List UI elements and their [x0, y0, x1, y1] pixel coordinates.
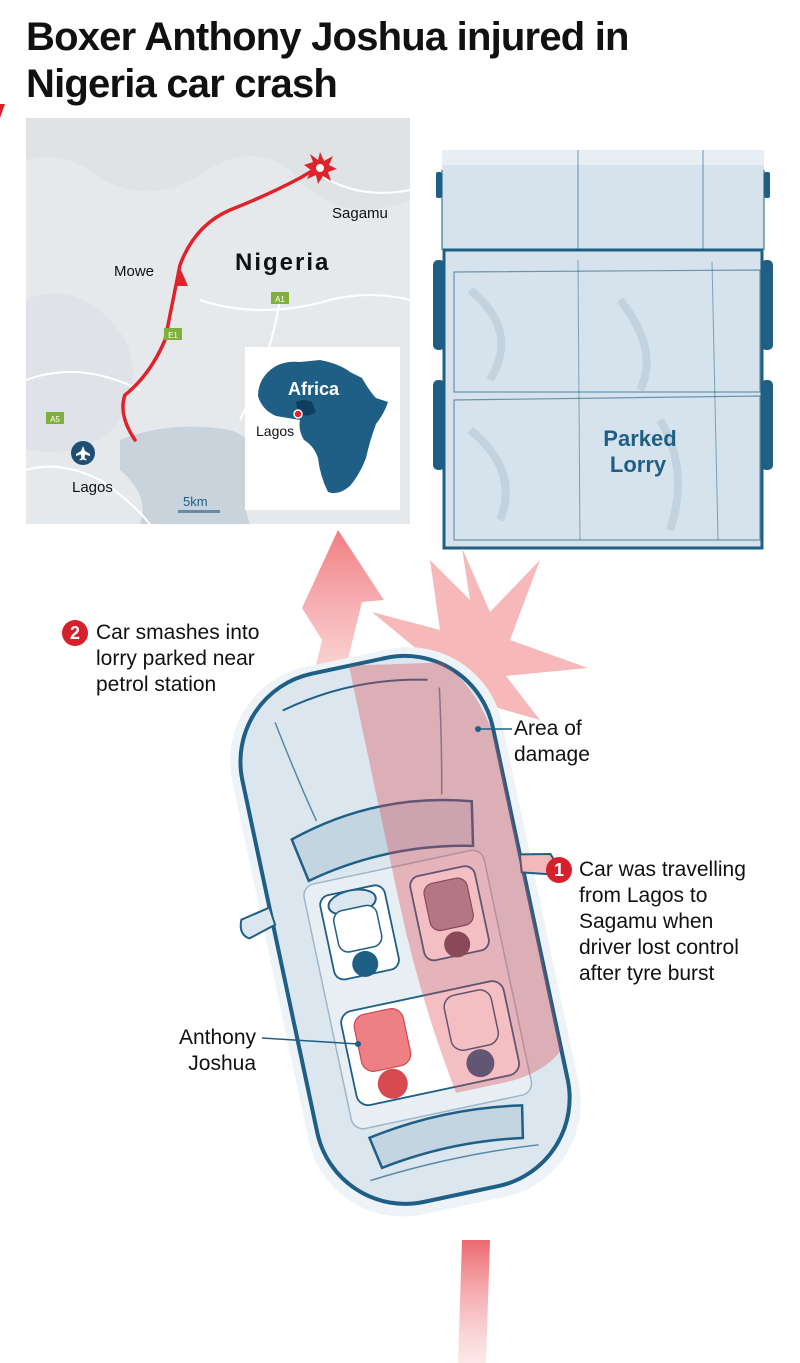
- damage-line-1: Area of: [514, 717, 582, 740]
- route-arrow-icon: [174, 270, 188, 286]
- route-line: [121, 166, 319, 442]
- joshua-line-1: Anthony: [178, 1026, 256, 1049]
- inset-label-lagos: Lagos: [256, 423, 294, 439]
- step-1-line-2: from Lagos to: [579, 884, 708, 907]
- step-1-line-5: after tyre burst: [579, 962, 715, 985]
- joshua-callout: Anthony Joshua: [150, 1025, 256, 1077]
- joshua-leader-line: [261, 1037, 359, 1045]
- road-badge-a1: A1: [271, 292, 289, 304]
- map-label-mowe: Mowe: [114, 263, 154, 280]
- step-2-line-3: petrol station: [96, 673, 217, 696]
- map-label-lagos: Lagos: [72, 479, 113, 496]
- step-1-badge: 1: [546, 857, 572, 883]
- damage-line-2: damage: [514, 743, 590, 766]
- lorry-label-line-2: Lorry: [610, 452, 667, 477]
- location-map: A1 E1 A5 Sagamu Mowe Nigeria Lagos 5km: [25, 118, 411, 525]
- step-1-line-1: Car was travelling: [579, 858, 746, 881]
- lagos-dot: [293, 409, 303, 419]
- trajectory-arrow: [302, 530, 384, 700]
- svg-text:E1: E1: [168, 331, 178, 340]
- road-badge-e1: E1: [164, 328, 182, 340]
- front-passenger-figure: [423, 877, 474, 958]
- step-1-callout: Car was travelling from Lagos to Sagamu …: [579, 857, 746, 987]
- page-title: Boxer Anthony Joshua injured in Nigeria …: [26, 14, 726, 108]
- step-1-line-4: driver lost control: [579, 936, 739, 959]
- driver-figure: [332, 904, 383, 977]
- africa-inset-map: Africa Lagos: [245, 347, 400, 510]
- title-line-2: Nigeria car crash: [26, 62, 338, 106]
- joshua-line-2: Joshua: [188, 1052, 256, 1075]
- scale-bar: 5km: [178, 494, 220, 513]
- edge-mark: [0, 104, 5, 118]
- svg-text:A5: A5: [50, 415, 60, 424]
- step-2-line-1: Car smashes into: [96, 621, 260, 644]
- step-1-line-3: Sagamu when: [579, 910, 714, 933]
- inset-label-africa: Africa: [288, 379, 340, 399]
- road-badge-a5: A5: [46, 412, 64, 424]
- step-2-callout: Car smashes into lorry parked near petro…: [96, 620, 259, 698]
- map-label-sagamu: Sagamu: [332, 205, 388, 222]
- parked-lorry: Parked Lorry: [433, 150, 773, 550]
- africa-shape: [258, 360, 388, 494]
- svg-text:5km: 5km: [183, 494, 208, 509]
- step-2-badge: 2: [62, 620, 88, 646]
- anthony-joshua-figure: [353, 1008, 412, 1099]
- damage-callout: Area of damage: [514, 716, 590, 768]
- crashed-car: [230, 647, 581, 1217]
- lorry-label-line-1: Parked: [603, 426, 676, 451]
- car-mirror-left: [239, 906, 277, 940]
- rear-passenger-figure: [443, 989, 500, 1078]
- svg-text:A1: A1: [275, 295, 285, 304]
- damage-zone: [348, 662, 562, 1093]
- step-2-line-2: lorry parked near: [96, 647, 255, 670]
- crash-burst-icon: [304, 152, 337, 184]
- airport-plane-icon: [71, 441, 95, 465]
- map-label-nigeria: Nigeria: [235, 249, 330, 276]
- trajectory-tail: [458, 1240, 490, 1363]
- title-line-1: Boxer Anthony Joshua injured in: [26, 15, 629, 59]
- impact-burst: [372, 548, 588, 720]
